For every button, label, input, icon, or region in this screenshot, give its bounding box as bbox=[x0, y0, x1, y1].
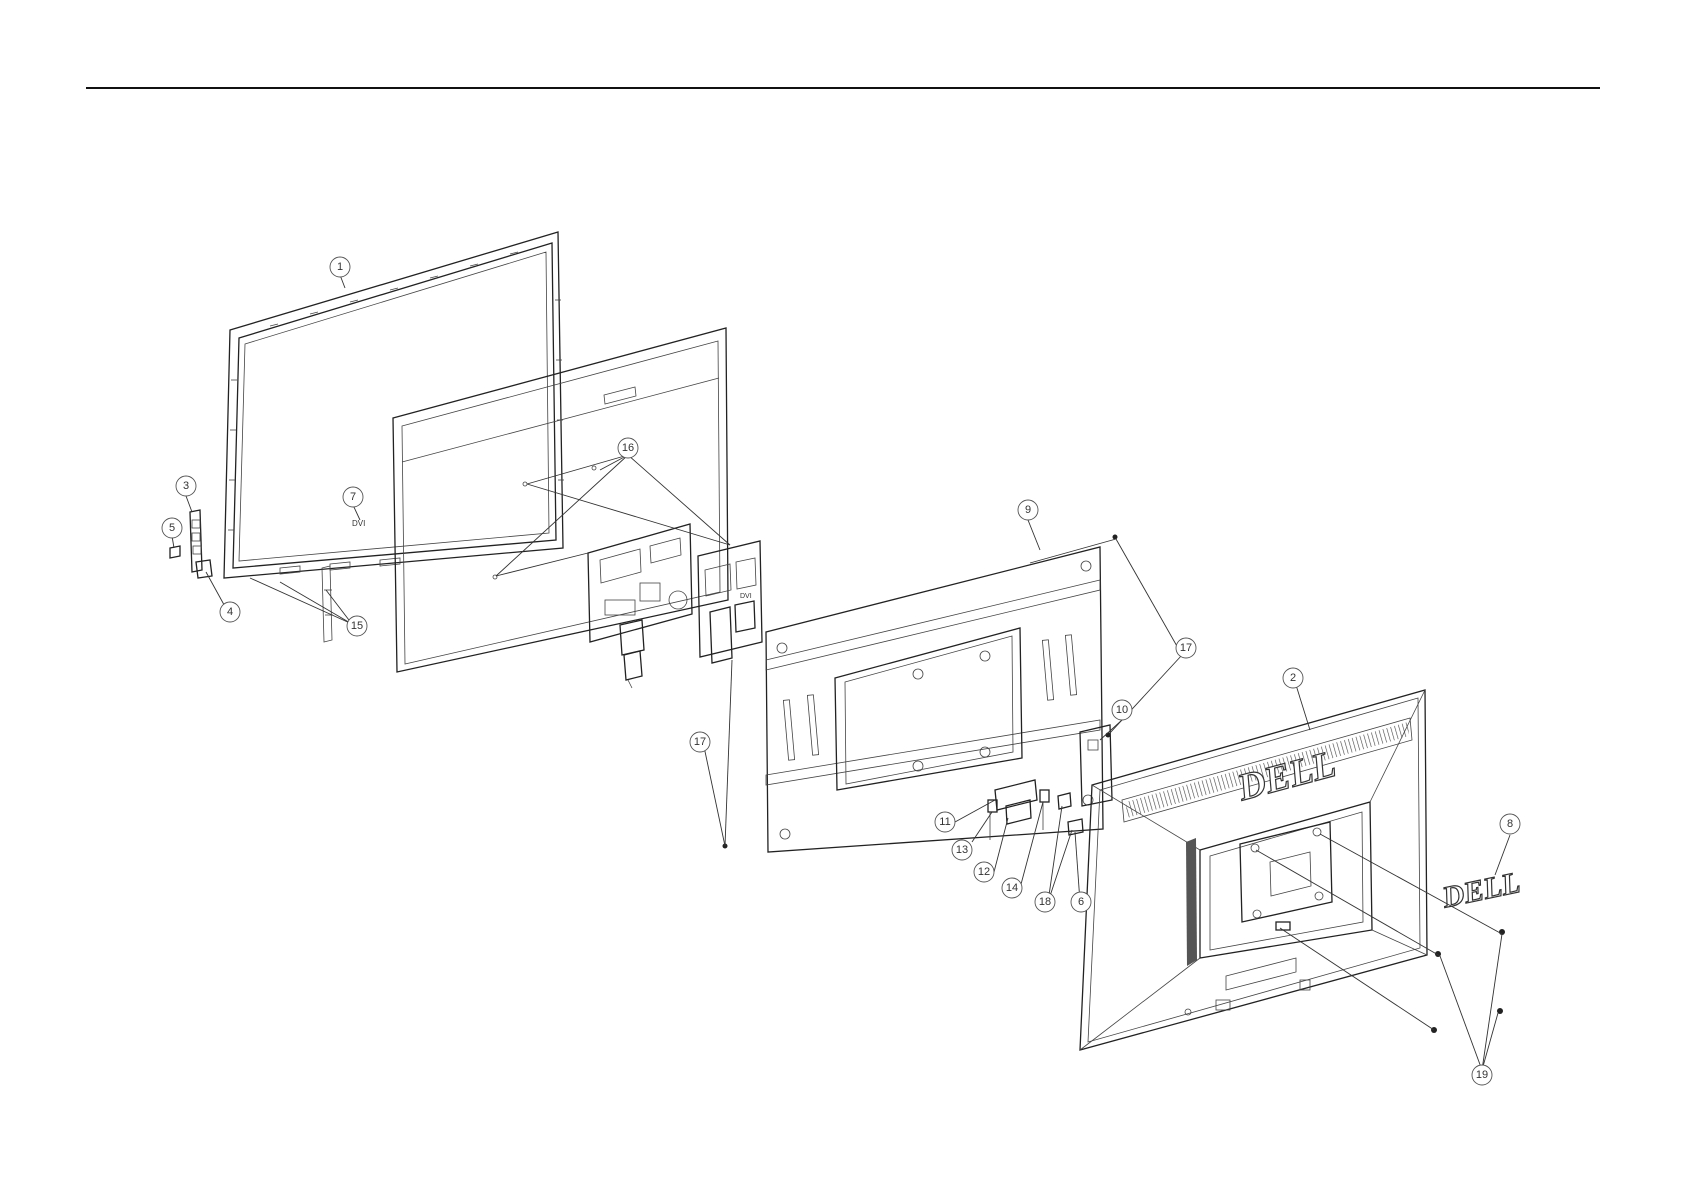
callout-18: 18 bbox=[1035, 892, 1055, 912]
front-bezel: DVI bbox=[224, 232, 564, 578]
callout-1: 1 bbox=[330, 257, 350, 277]
svg-text:7: 7 bbox=[350, 491, 356, 503]
callout-16: 16 bbox=[618, 438, 638, 458]
svg-text:6: 6 bbox=[1078, 896, 1084, 908]
dvi-mark: DVI bbox=[740, 593, 752, 600]
callout-2: 2 bbox=[1283, 668, 1303, 688]
svg-text:16: 16 bbox=[622, 442, 634, 454]
callout-17b: 17 bbox=[690, 732, 710, 752]
mylar-bracket bbox=[322, 566, 333, 642]
svg-text:18: 18 bbox=[1039, 896, 1051, 908]
svg-text:10: 10 bbox=[1116, 704, 1128, 716]
svg-text:9: 9 bbox=[1025, 504, 1031, 516]
svg-text:15: 15 bbox=[351, 620, 363, 632]
callout-17a: 17 bbox=[1176, 638, 1196, 658]
callout-19: 19 bbox=[1472, 1065, 1492, 1085]
svg-text:3: 3 bbox=[183, 480, 189, 492]
callout-11: 11 bbox=[935, 812, 955, 832]
screws bbox=[723, 535, 1506, 1034]
main-chassis bbox=[766, 547, 1112, 852]
callout-13: 13 bbox=[952, 840, 972, 860]
svg-text:1: 1 bbox=[337, 261, 343, 273]
bezel-logo: DVI bbox=[352, 519, 365, 528]
svg-text:14: 14 bbox=[1006, 882, 1018, 894]
svg-text:17: 17 bbox=[1180, 642, 1192, 654]
svg-text:12: 12 bbox=[978, 866, 990, 878]
callout-9: 9 bbox=[1018, 500, 1038, 520]
loose-dell-logo: DELL bbox=[1439, 866, 1523, 915]
main-board bbox=[588, 524, 692, 688]
callout-3: 3 bbox=[176, 476, 196, 496]
svg-text:2: 2 bbox=[1290, 672, 1296, 684]
back-cover: DELL bbox=[1080, 690, 1427, 1050]
callout-7: 7 bbox=[343, 487, 363, 507]
callout-12: 12 bbox=[974, 862, 994, 882]
svg-text:17: 17 bbox=[694, 736, 706, 748]
svg-text:8: 8 bbox=[1507, 818, 1513, 830]
callout-4: 4 bbox=[220, 602, 240, 622]
callout-5: 5 bbox=[162, 518, 182, 538]
callout-10: 10 bbox=[1112, 700, 1132, 720]
svg-text:5: 5 bbox=[169, 522, 175, 534]
interface-board: DVI bbox=[698, 541, 762, 663]
svg-text:4: 4 bbox=[227, 606, 233, 618]
svg-text:19: 19 bbox=[1476, 1069, 1488, 1081]
callout-14: 14 bbox=[1002, 878, 1022, 898]
svg-text:13: 13 bbox=[956, 844, 968, 856]
callout-8: 8 bbox=[1500, 814, 1520, 834]
callout-6: 6 bbox=[1071, 892, 1091, 912]
callout-15: 15 bbox=[347, 616, 367, 636]
svg-text:11: 11 bbox=[939, 816, 950, 828]
leader-lines bbox=[172, 275, 1510, 1070]
